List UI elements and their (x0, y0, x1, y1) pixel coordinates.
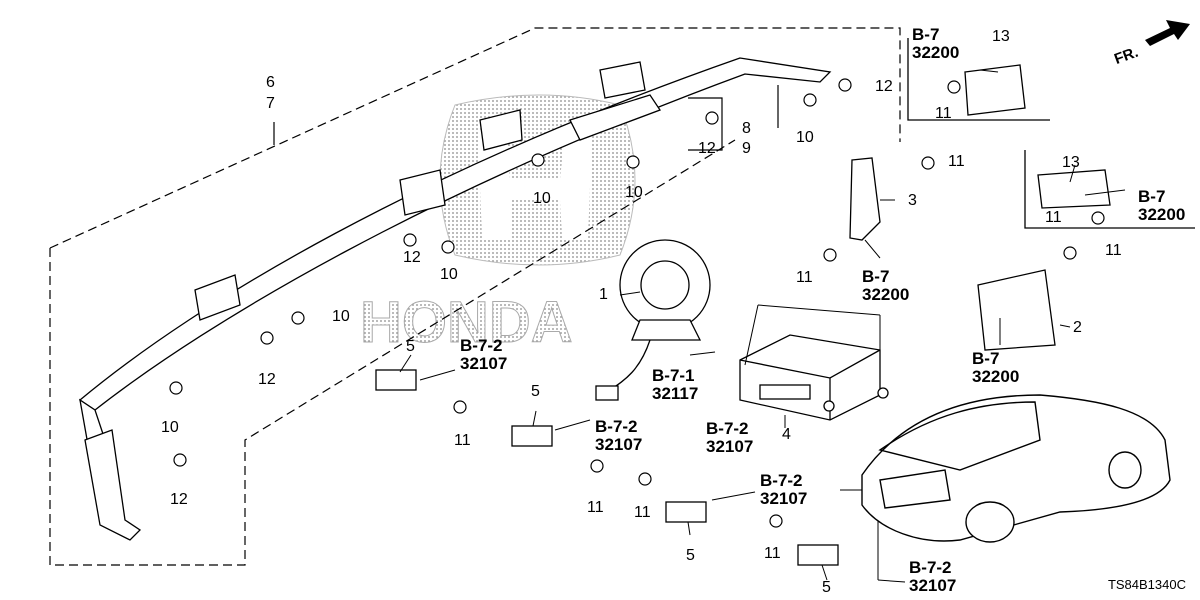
section-reference[interactable]: B-7 32200 (1138, 188, 1185, 224)
front-direction-arrow (1145, 20, 1190, 46)
section-reference[interactable]: B-7-2 32107 (760, 472, 807, 508)
part-label: 10 (332, 308, 350, 325)
part-label: 7 (266, 95, 275, 112)
section-reference-code: B-7-1 (652, 366, 695, 385)
diagram-code: TS84B1340C (1107, 577, 1186, 592)
curtain-airbag (78, 57, 832, 541)
section-reference-code: B-7 (972, 349, 1000, 368)
section-reference[interactable]: B-7-1 32117 (652, 367, 698, 403)
part-label: 12 (698, 140, 716, 157)
section-reference-code: B-7-2 (909, 558, 952, 577)
part-label: 10 (161, 419, 179, 436)
side-sensors (849, 64, 1111, 351)
section-reference[interactable]: B-7-2 32107 (595, 418, 642, 454)
part-label: 12 (875, 78, 893, 95)
section-reference[interactable]: B-7 32200 (862, 268, 909, 304)
part-label: 11 (1105, 242, 1122, 259)
part-label: 10 (533, 190, 551, 207)
section-reference-number: 32107 (760, 489, 808, 508)
section-reference-code: B-7-2 (706, 419, 749, 438)
section-reference-code: B-7 (862, 267, 890, 286)
part-label: 11 (764, 545, 781, 562)
part-label: 10 (440, 266, 458, 283)
part-label: 5 (406, 338, 415, 355)
section-reference-number: 32200 (972, 367, 1020, 386)
part-label: 5 (531, 383, 540, 400)
section-reference-code: B-7-2 (595, 417, 638, 436)
bolts (169, 78, 1105, 528)
part-label: 13 (1062, 154, 1080, 171)
part-label: 12 (403, 249, 421, 266)
part-label: 1 (599, 286, 608, 303)
part-label: 13 (992, 28, 1010, 45)
part-label: 4 (782, 426, 791, 443)
inset-boxes (907, 38, 1195, 229)
part-label: 8 (742, 120, 751, 137)
part-label: 12 (258, 371, 276, 388)
section-reference-number: 32107 (595, 435, 643, 454)
part-label: 11 (935, 105, 952, 122)
part-label: 6 (266, 74, 275, 91)
section-reference[interactable]: B-7 32200 (972, 350, 1019, 386)
section-reference-number: 32200 (912, 43, 960, 62)
section-reference-number: 32200 (862, 285, 910, 304)
section-reference[interactable]: B-7-2 32107 (909, 559, 956, 595)
section-reference[interactable]: B-7-2 32107 (706, 420, 753, 456)
curtain-airbag-group-outline (49, 27, 901, 566)
spiral-cable (595, 239, 711, 401)
part-label: 11 (948, 153, 965, 170)
vehicle-location-sketch (861, 394, 1171, 543)
bracket-lines (273, 85, 779, 151)
section-reference-code: B-7-2 (460, 336, 503, 355)
part-label: 10 (625, 184, 643, 201)
section-reference-code: B-7-2 (760, 471, 803, 490)
impact-sensors (375, 369, 839, 566)
part-label: 11 (587, 499, 604, 516)
part-label: 3 (908, 192, 917, 209)
section-reference[interactable]: B-7-2 32107 (460, 337, 507, 373)
section-reference-code: B-7 (1138, 187, 1166, 206)
section-reference-number: 32117 (652, 384, 699, 403)
part-label: 12 (170, 491, 188, 508)
section-reference[interactable]: B-7 32200 (912, 26, 959, 62)
part-label: 2 (1073, 319, 1082, 336)
section-reference-number: 32107 (460, 354, 508, 373)
srs-unit (739, 334, 889, 421)
section-reference-number: 32107 (909, 576, 957, 595)
part-label: 11 (454, 432, 471, 449)
section-reference-number: 32107 (706, 437, 754, 456)
part-label: 5 (822, 579, 831, 596)
part-label: 9 (742, 140, 751, 157)
part-label: 11 (1045, 209, 1062, 226)
part-label: 5 (686, 547, 695, 564)
part-label: 10 (796, 129, 814, 146)
section-reference-code: B-7 (912, 25, 940, 44)
part-label: 11 (634, 504, 651, 521)
section-reference-number: 32200 (1138, 205, 1186, 224)
part-label: 11 (796, 269, 813, 286)
honda-wordmark-watermark: HONDA (360, 290, 573, 355)
